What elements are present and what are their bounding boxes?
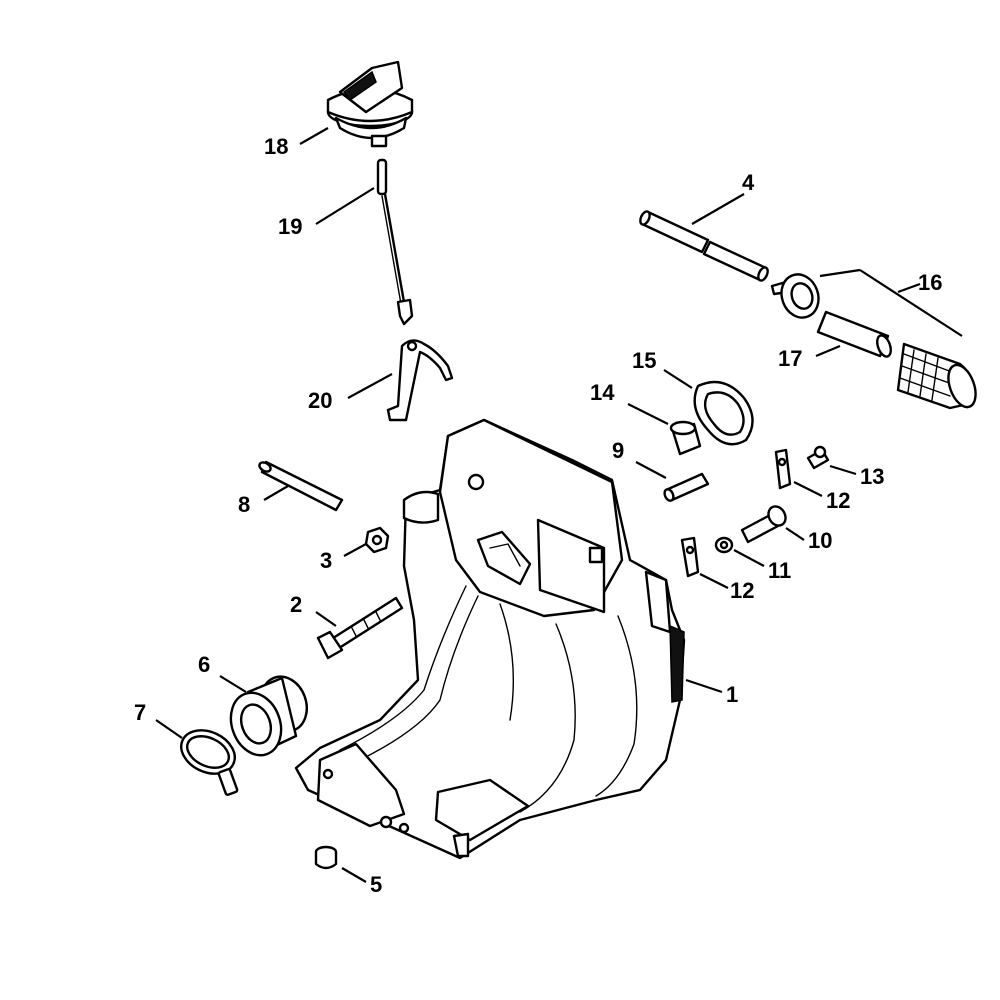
part-6-intake-manifold	[229, 675, 308, 757]
leader-1	[685, 678, 723, 694]
part-12-bracket-upper	[774, 448, 792, 490]
callout-14: 14	[590, 380, 615, 405]
callout-1: 1	[726, 682, 738, 707]
leader-16c	[897, 282, 921, 294]
part-9-pin	[663, 472, 710, 502]
part-11-washer	[714, 536, 734, 554]
callout-4: 4	[742, 170, 755, 195]
part-16-fuel-filter	[770, 273, 977, 410]
callout-19: 19	[278, 214, 302, 239]
callout-17: 17	[778, 346, 802, 371]
callout-9: 9	[612, 438, 624, 463]
callout-15: 15	[632, 348, 656, 373]
part-8-pin	[258, 460, 344, 512]
part-15-gasket	[693, 380, 754, 446]
part-18-filler-cap	[326, 60, 414, 148]
callout-18: 18	[264, 134, 288, 159]
part-10-screw	[740, 505, 787, 544]
leader-4	[691, 193, 745, 225]
part-4-fuel-hose	[639, 210, 769, 282]
leader-19	[315, 187, 375, 225]
part-1-tank-housing	[294, 418, 686, 860]
callout-2: 2	[290, 592, 302, 617]
callout-16: 16	[918, 270, 942, 295]
leader-16b	[859, 269, 963, 337]
leader-16	[819, 268, 861, 278]
leader-2	[315, 611, 337, 627]
leader-12a	[793, 481, 823, 497]
callout-10: 10	[808, 528, 832, 553]
leader-15	[663, 369, 693, 389]
leader-5	[341, 867, 367, 883]
callout-6: 6	[198, 652, 210, 677]
callout-13: 13	[860, 464, 884, 489]
part-12-bracket-lower	[680, 536, 700, 578]
leader-14	[627, 403, 669, 425]
leader-20	[347, 373, 393, 399]
callout-20: 20	[308, 388, 332, 413]
callout-labels: 18 19 20 8 3 2 6 7 5 1 4 16 17 15 14 9 1…	[134, 134, 942, 897]
leader-11	[733, 549, 765, 567]
callout-11: 11	[768, 558, 791, 583]
part-19-pickup-line	[376, 158, 414, 326]
leader-8	[263, 485, 289, 501]
leader-6	[219, 675, 247, 693]
callout-5: 5	[370, 872, 382, 897]
leader-18	[299, 127, 329, 145]
leader-10	[785, 527, 805, 541]
leader-9	[635, 461, 667, 479]
filter-mesh	[899, 349, 953, 401]
part-3-nut	[364, 526, 390, 554]
callout-8: 8	[238, 492, 250, 517]
callout-12-upper: 12	[826, 488, 850, 513]
leader-17	[815, 344, 841, 358]
part-13-fitting	[806, 445, 830, 470]
callout-7: 7	[134, 700, 146, 725]
part-7-hose-clamp	[180, 729, 239, 796]
leader-12b	[699, 573, 729, 589]
leader-3	[343, 543, 367, 557]
callout-12-lower: 12	[730, 578, 754, 603]
leader-7	[155, 719, 183, 739]
part-5-plug	[314, 845, 338, 870]
part-2-bolt	[316, 596, 404, 660]
leader-13	[829, 464, 857, 476]
callout-3: 3	[320, 548, 332, 573]
part-14-bushing	[669, 420, 702, 456]
leader-lines	[155, 127, 963, 883]
part-20-spring-clip	[386, 339, 454, 422]
